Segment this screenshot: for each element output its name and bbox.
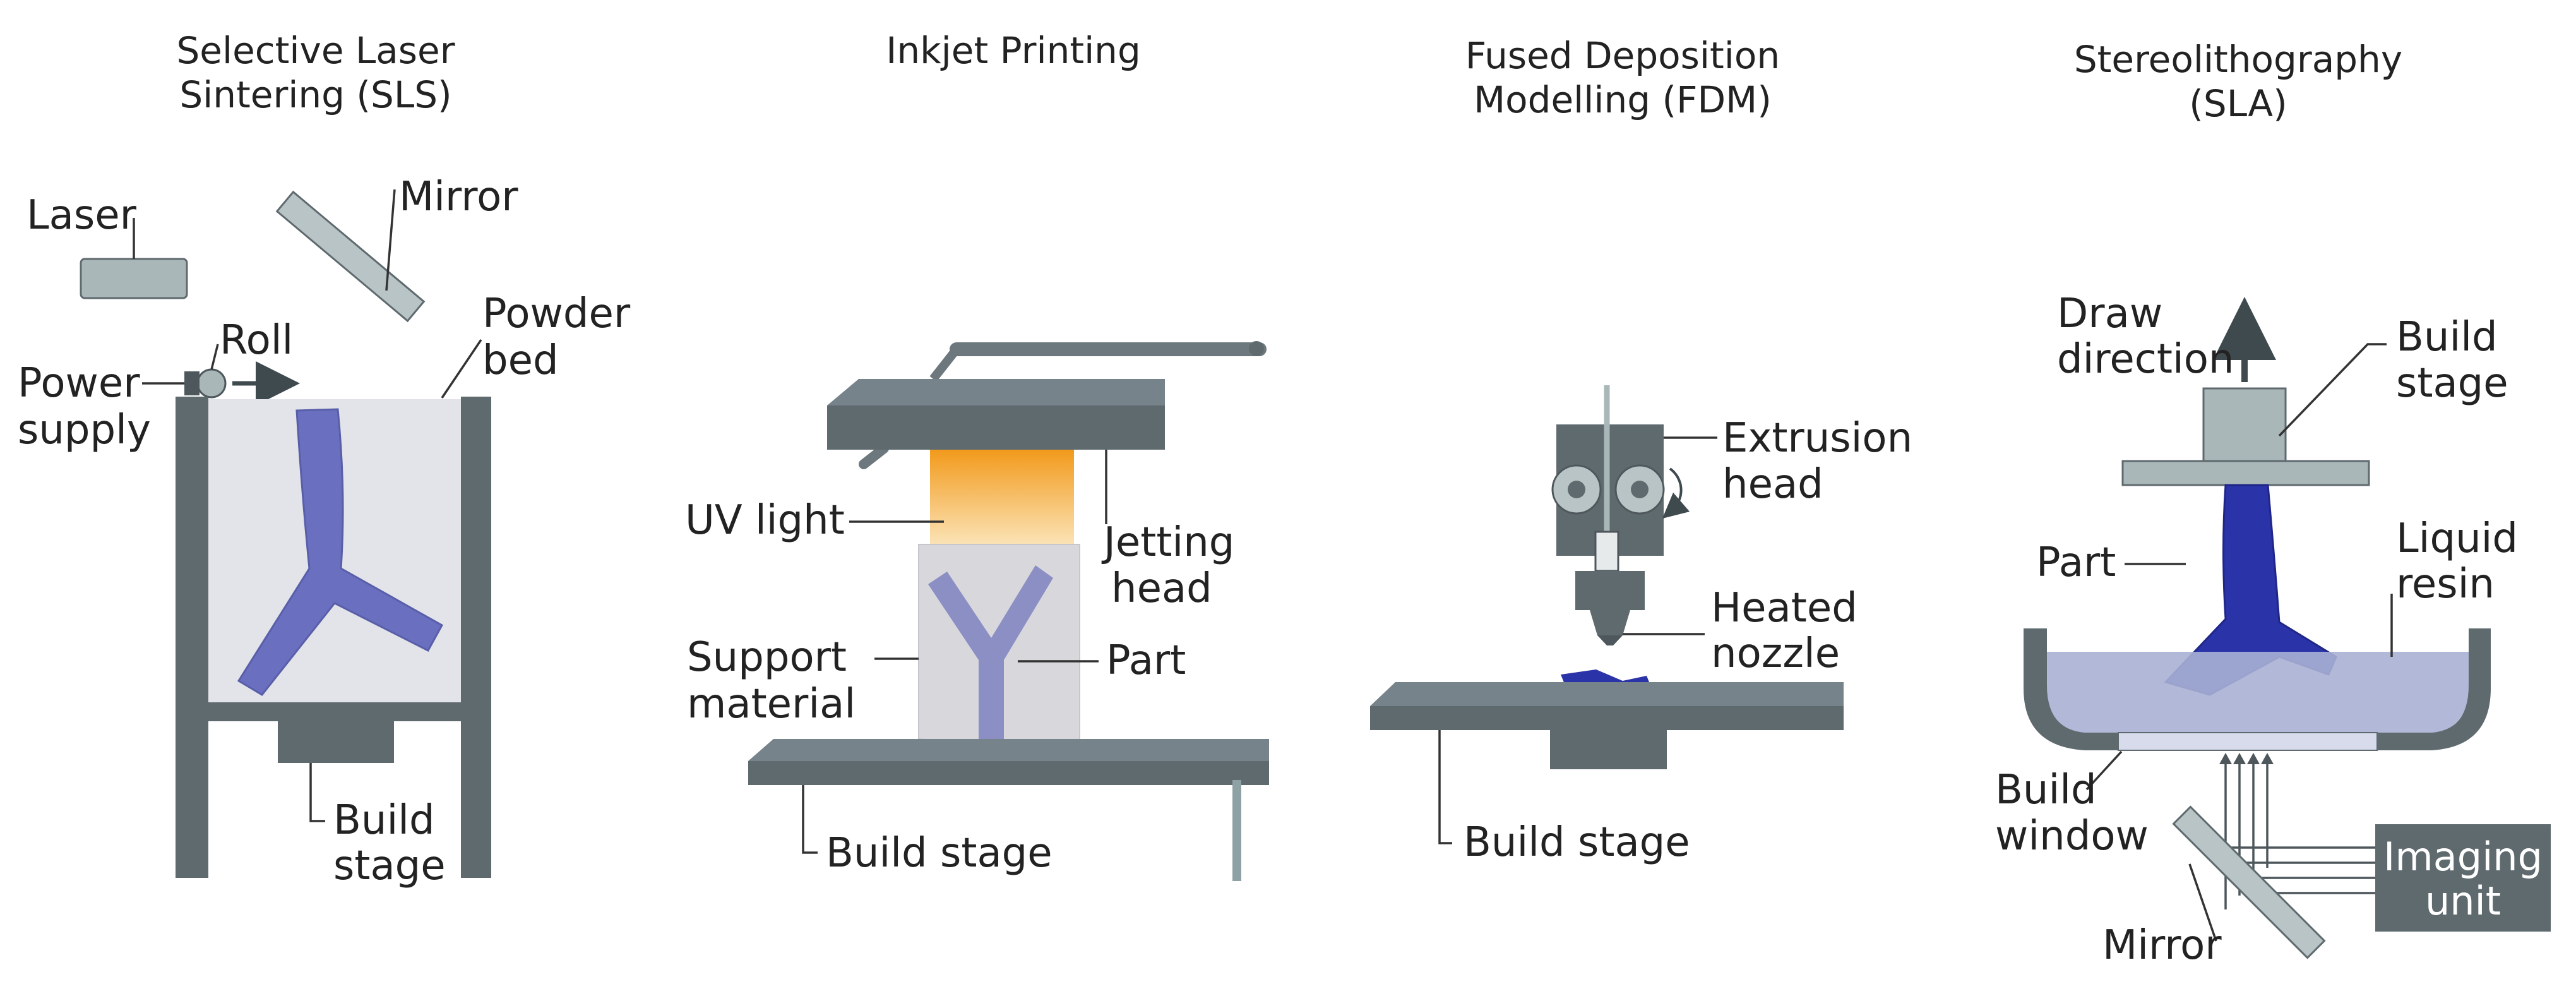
sla-build-stage [2121,460,2370,486]
sls-powder-bed-line-1: Powder [482,291,631,337]
panel-inkjet: Inkjet Printing Jetting head UV light Su… [685,29,1269,881]
fdm-title-line-1: Fused Deposition [1465,34,1780,77]
sla-imaging-unit [2375,824,2551,932]
inkjet-jetting-head-line-2: head [1111,565,1212,612]
sls-bed-floor [208,702,461,721]
sls-roll-label: Roll [220,317,293,364]
inkjet-rail-end [1249,341,1264,356]
inkjet-jetting-head-line-1: Jetting [1101,519,1234,566]
sls-powder-bed-line-2: bed [482,337,559,384]
sla-draw-direction-line-1: Draw [2057,291,2162,337]
inkjet-uv-light [930,450,1074,544]
inkjet-jetting-head-top [827,379,1165,405]
sla-title-line-2: (SLA) [2189,82,2287,125]
fdm-extrusion-head-line-2: head [1722,461,1823,508]
inkjet-title: Inkjet Printing [886,29,1141,72]
fdm-stage-support [1550,730,1667,769]
panel-sls: Selective Laser Sintering (SLS) Laser Mi… [18,29,631,889]
panel-fdm: Fused Deposition Modelling (FDM) Extrusi… [1370,34,1912,866]
sls-build-stage-line-2: stage [333,843,446,889]
sla-ray-arrow-1 [2219,753,2232,764]
sla-light-rays [2224,755,2375,909]
sls-mirror-label: Mirror [399,174,518,220]
fdm-heater-block [1575,571,1645,610]
inkjet-rail-front [859,443,889,469]
sla-part-label: Part [2036,539,2116,586]
sla-mirror-label: Mirror [2102,922,2222,969]
sls-power-supply-line-1: Power [18,360,140,407]
fdm-drive-wheel-left-hub [1568,481,1585,498]
sla-liquid-resin-line-1: Liquid [2396,515,2518,562]
fdm-nozzle-tip [1597,635,1623,645]
sls-part [237,408,444,696]
sla-build-window-line-1: Build [1995,767,2097,813]
fdm-build-stage-label: Build stage [1464,819,1690,866]
inkjet-rail-link [929,346,960,382]
fdm-heated-nozzle-line-2: nozzle [1711,630,1840,677]
inkjet-build-stage [748,761,1269,785]
sla-resin [2047,652,2469,736]
sls-title-line-2: Sintering (SLS) [179,73,451,116]
sla-vat [2024,628,2491,750]
sla-build-stage-line-1: Build [2396,314,2498,361]
sls-power-supply [184,371,200,395]
sla-imaging-unit-line-2: unit [2425,878,2501,924]
inkjet-build-stage-top [748,739,1269,761]
sls-frame-left-wall [176,397,208,878]
sla-mirror [2172,805,2326,959]
inkjet-jetting-head [827,405,1165,450]
inkjet-part-label: Part [1106,637,1186,684]
panel-sla: Stereolithography (SLA) Draw direction B… [1995,38,2551,969]
sls-roll [196,368,227,399]
fdm-heated-nozzle [1590,610,1630,635]
fdm-title-line-2: Modelling (FDM) [1474,78,1772,121]
sls-laser-unit [80,258,188,299]
sla-liquid-resin-line-2: resin [2396,561,2495,608]
sls-laser-label: Laser [27,192,137,239]
fdm-rotation-arrow [1662,467,1690,519]
inkjet-build-stage-label: Build stage [826,830,1052,877]
fdm-drive-wheel-right-hub [1631,481,1649,498]
sla-draw-direction-line-2: direction [2057,336,2234,383]
sls-power-supply-line-2: supply [18,407,151,453]
sla-title-line-1: Stereolithography [2074,38,2402,81]
sls-frame-right-wall [461,397,491,878]
inkjet-stage-post [1232,780,1241,881]
sla-ray-arrow-2 [2233,753,2246,764]
sla-build-stage-line-2: stage [2396,360,2508,407]
fdm-heated-nozzle-line-1: Heated [1711,585,1857,632]
sls-build-stage-line-1: Build [333,797,435,844]
sla-imaging-unit-line-1: Imaging [2383,834,2543,880]
inkjet-support-line-2: material [687,681,856,728]
sls-title-line-1: Selective Laser [176,29,455,72]
inkjet-part [928,565,1053,745]
inkjet-uv-light-label: UV light [685,497,845,544]
fdm-build-stage-top [1370,682,1844,706]
sla-build-window [2118,732,2378,751]
sls-build-piston [278,721,394,763]
fdm-build-stage [1370,706,1844,730]
inkjet-support-line-1: Support [687,634,847,681]
fdm-extrusion-head-line-1: Extrusion [1722,415,1912,462]
fdm-feed-tube [1594,531,1619,572]
sla-build-stage-column [2202,387,2287,465]
sla-ray-arrow-3 [2247,753,2260,764]
sla-ray-arrow-4 [2261,753,2274,764]
sla-build-window-line-2: window [1995,813,2149,860]
